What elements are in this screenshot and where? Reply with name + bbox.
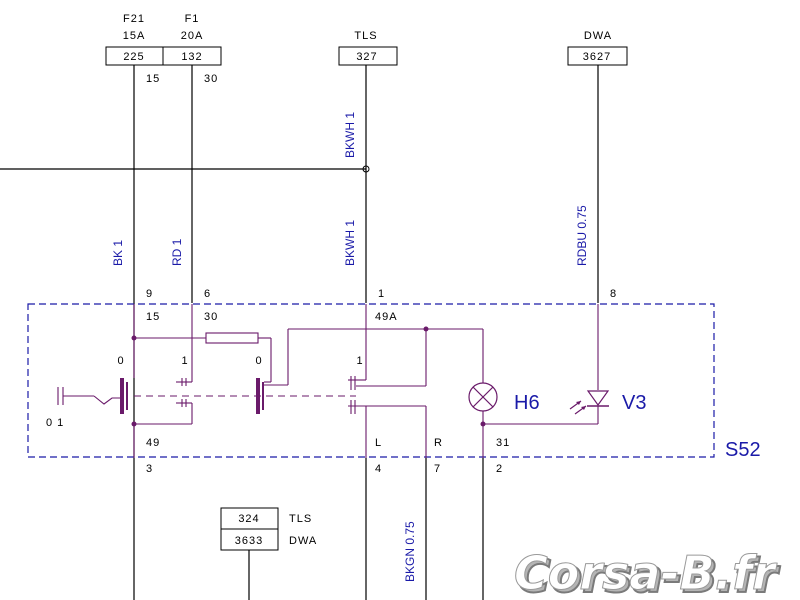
led-diode-icon <box>569 390 610 415</box>
wires <box>0 65 599 600</box>
watermark-text: Corsa-B.fr <box>517 549 781 600</box>
pin-outer-bottom-4: 2 <box>496 463 503 475</box>
pin-inner-bottom-2: L <box>375 437 382 449</box>
switch-position-label: 1 <box>181 355 188 367</box>
pin-inner-top-1: 15 <box>146 311 160 323</box>
switch-position-label: 0 <box>117 355 124 367</box>
pin-inner-top-3: 49A <box>375 311 398 323</box>
fuse-f1-code: 132 <box>181 51 202 63</box>
pin-outer-top-4: 8 <box>610 288 617 300</box>
wire-label-bk1: BK 1 <box>111 240 125 266</box>
switch-position-label: 1 <box>356 355 363 367</box>
resistor <box>205 332 259 344</box>
fuse-f1-name: F1 <box>185 13 200 25</box>
fuse-f21-name: F21 <box>123 13 145 25</box>
tls-top-box <box>338 46 398 66</box>
lamp-label: H6 <box>514 392 540 414</box>
switch-position-label: 0 <box>255 355 262 367</box>
junction-dot <box>423 326 429 332</box>
fuse-f1-pin: 30 <box>204 73 218 85</box>
pin-inner-bottom-3: R <box>434 437 443 449</box>
wire-label-bkwh-upper: BKWH 1 <box>343 112 357 158</box>
wire-label-bkgn: BKGN 0.75 <box>403 521 417 582</box>
switch-label: 0 1 <box>46 417 64 429</box>
junction-dot <box>362 165 370 173</box>
pin-inner-bottom-4: 31 <box>496 437 510 449</box>
module-label: S52 <box>725 439 761 461</box>
bottom-table-name-1: TLS <box>289 513 312 525</box>
lamp-icon <box>468 382 498 412</box>
fuse-f21-rating: 15A <box>123 30 146 42</box>
tls-top-code: 327 <box>356 51 377 63</box>
tls-top-name: TLS <box>354 30 377 42</box>
watermark-text: Corsa-B.fr <box>514 546 778 600</box>
bottom-table-name-2: DWA <box>289 535 317 547</box>
dwa-top-code: 3627 <box>583 51 611 63</box>
pin-outer-bottom-1: 3 <box>146 463 153 475</box>
pin-outer-bottom-3: 7 <box>434 463 441 475</box>
wire-label-rd1: RD 1 <box>170 238 184 266</box>
junction-dot <box>131 421 137 427</box>
junction-dot <box>480 421 486 427</box>
diode-label: V3 <box>622 392 646 414</box>
watermark-logo: Corsa-B.fr Corsa-B.fr <box>514 546 783 600</box>
pin-outer-top-2: 6 <box>204 288 211 300</box>
pin-inner-bottom-1: 49 <box>146 437 160 449</box>
module-boundary <box>27 303 715 458</box>
pin-outer-top-1: 9 <box>146 288 153 300</box>
bottom-table-code-1: 324 <box>238 513 259 525</box>
bottom-table-code-2: 3633 <box>235 535 263 547</box>
wire-label-rdbu: RDBU 0.75 <box>575 205 589 266</box>
pin-outer-bottom-2: 4 <box>375 463 382 475</box>
dwa-top-name: DWA <box>584 30 612 42</box>
fuse-f1-rating: 20A <box>181 30 204 42</box>
junction-dot <box>131 335 137 341</box>
internal-circuit <box>57 304 599 458</box>
fuse-f21-code: 225 <box>123 51 144 63</box>
pin-inner-top-2: 30 <box>204 311 218 323</box>
wire-label-bkwh-lower: BKWH 1 <box>343 220 357 266</box>
fuse-f21-pin: 15 <box>146 73 160 85</box>
pin-outer-top-3: 1 <box>378 288 385 300</box>
